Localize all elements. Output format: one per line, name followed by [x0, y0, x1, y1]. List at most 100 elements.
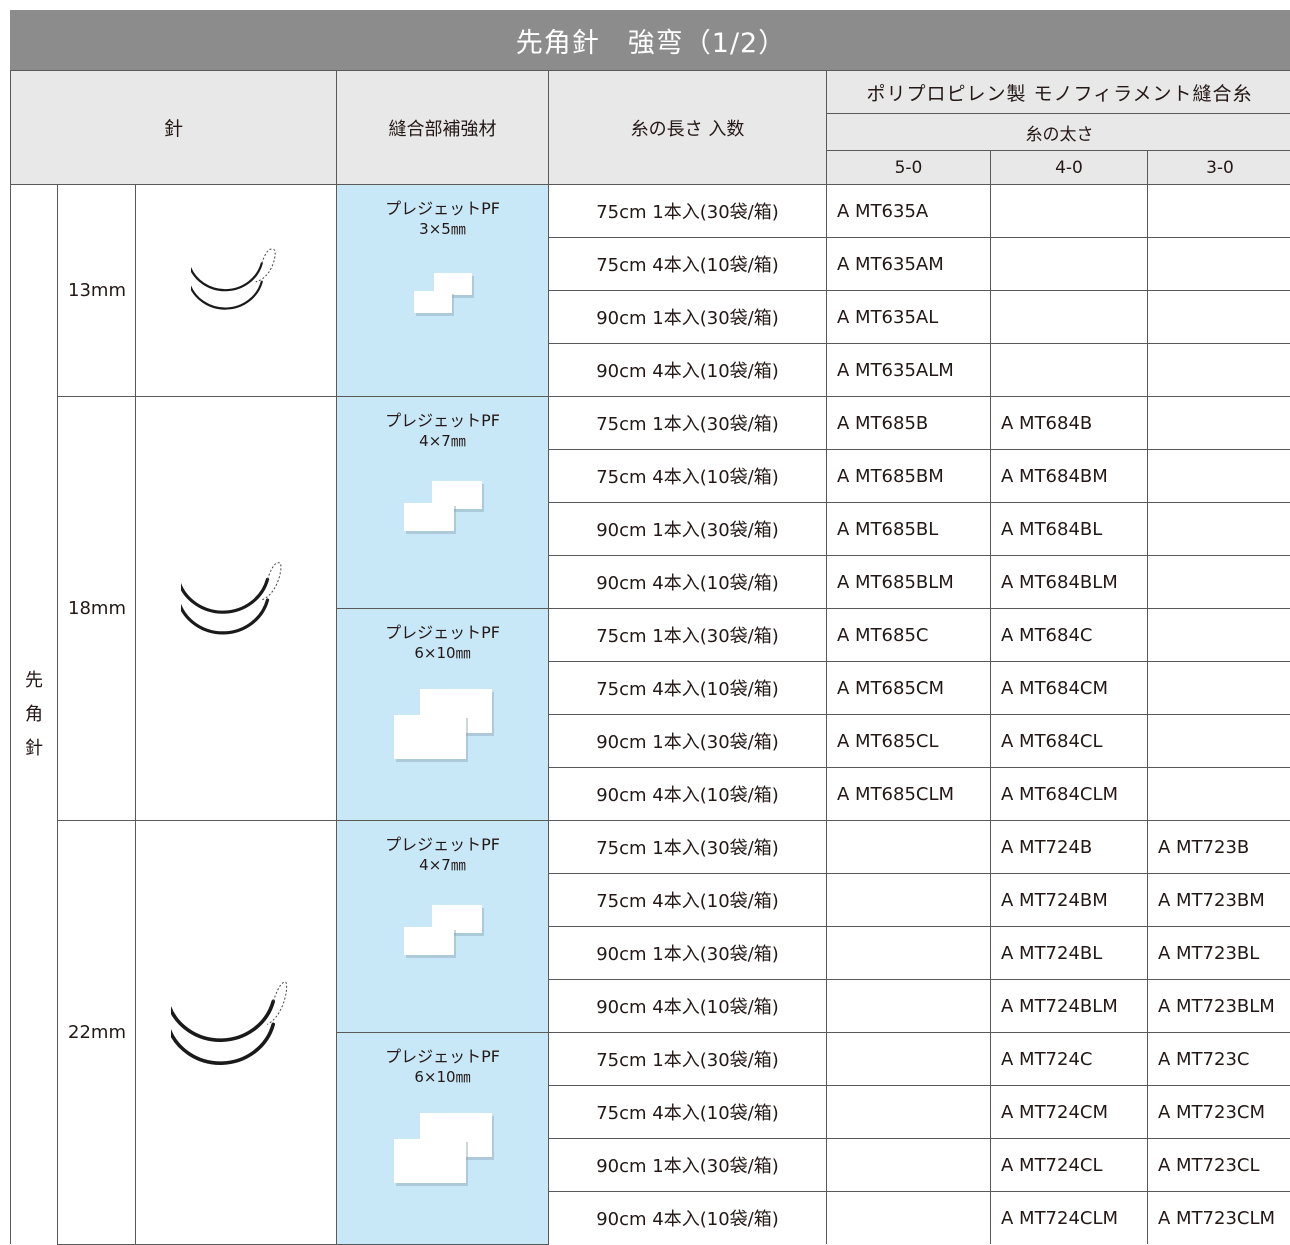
- package-length-qty: 90cm 1本入(30袋/箱): [549, 503, 827, 556]
- page-title: 先角針 強弯（1/2）: [10, 10, 1290, 70]
- product-code: [827, 980, 991, 1033]
- product-code: A MT724BLM: [991, 980, 1148, 1033]
- product-code: [827, 1139, 991, 1192]
- package-length-qty: 90cm 4本入(10袋/箱): [549, 768, 827, 821]
- product-code: A MT635AM: [827, 238, 991, 291]
- package-length-qty: 90cm 1本入(30袋/箱): [549, 291, 827, 344]
- pledget-dimension: 3×5㎜: [337, 219, 548, 239]
- product-code: A MT684BL: [991, 503, 1148, 556]
- product-code: [1148, 662, 1290, 715]
- product-code: A MT685CL: [827, 715, 991, 768]
- curved-needle-small-icon: [191, 312, 281, 333]
- product-code: A MT684BM: [991, 450, 1148, 503]
- product-code: [991, 185, 1148, 238]
- product-code: A MT635A: [827, 185, 991, 238]
- pledget-dimension: 4×7㎜: [337, 855, 548, 875]
- product-code: [1148, 238, 1290, 291]
- product-code: A MT685C: [827, 609, 991, 662]
- product-code: [991, 238, 1148, 291]
- pledget-small-icon: [337, 269, 548, 324]
- product-code: A MT723BL: [1148, 927, 1290, 980]
- curved-needle-medium-icon: [181, 635, 291, 656]
- product-code: A MT684CM: [991, 662, 1148, 715]
- pledget-medium-icon: [337, 901, 548, 966]
- product-code: A MT723BM: [1148, 874, 1290, 927]
- product-code: A MT685CLM: [827, 768, 991, 821]
- product-code: A MT724C: [991, 1033, 1148, 1086]
- side-label-char: 角: [25, 698, 43, 732]
- pledget-large-icon: [337, 685, 548, 770]
- pledget-dimension: 6×10㎜: [337, 1067, 548, 1087]
- needle-image-cell: [136, 185, 337, 397]
- length-qty-header: 糸の長さ 入数: [549, 71, 827, 185]
- package-length-qty: 90cm 1本入(30袋/箱): [549, 1139, 827, 1192]
- package-length-qty: 75cm 4本入(10袋/箱): [549, 662, 827, 715]
- product-code: A MT723CLM: [1148, 1192, 1290, 1245]
- product-code: [827, 874, 991, 927]
- pledget-label: プレジェットPF: [337, 397, 548, 431]
- product-code: A MT685BM: [827, 450, 991, 503]
- product-code: A MT724CLM: [991, 1192, 1148, 1245]
- size-header-3-0: 3-0: [1148, 151, 1290, 185]
- package-length-qty: 75cm 1本入(30袋/箱): [549, 821, 827, 874]
- product-code: A MT685CM: [827, 662, 991, 715]
- product-code: A MT723B: [1148, 821, 1290, 874]
- product-code: A MT723BLM: [1148, 980, 1290, 1033]
- product-code: [1148, 450, 1290, 503]
- product-table: 針 縫合部補強材 糸の長さ 入数 ポリプロピレン製 モノフィラメント縫合糸 糸の…: [10, 70, 1290, 1245]
- product-code: A MT685BLM: [827, 556, 991, 609]
- pledget-large-icon: [337, 1109, 548, 1194]
- product-code: [1148, 715, 1290, 768]
- package-length-qty: 75cm 4本入(10袋/箱): [549, 874, 827, 927]
- product-code: A MT724CL: [991, 1139, 1148, 1192]
- product-code: [1148, 291, 1290, 344]
- product-code: [1148, 768, 1290, 821]
- package-length-qty: 75cm 4本入(10袋/箱): [549, 238, 827, 291]
- product-code: A MT724BL: [991, 927, 1148, 980]
- pledget-label: プレジェットPF: [337, 1033, 548, 1067]
- product-code: A MT684BLM: [991, 556, 1148, 609]
- pledget-label: プレジェットPF: [337, 609, 548, 643]
- curved-needle-large-icon: [171, 1064, 301, 1085]
- side-label: 先角針: [25, 664, 43, 766]
- size-header-4-0: 4-0: [991, 151, 1148, 185]
- pledget-label: プレジェットPF: [337, 185, 548, 219]
- product-code: [1148, 556, 1290, 609]
- product-code: [1148, 185, 1290, 238]
- package-length-qty: 75cm 4本入(10袋/箱): [549, 1086, 827, 1139]
- product-code: A MT684C: [991, 609, 1148, 662]
- needle-size: 18mm: [58, 397, 136, 821]
- needle-image-cell: [136, 397, 337, 821]
- product-code: [827, 821, 991, 874]
- product-code: A MT684B: [991, 397, 1148, 450]
- product-code: [1148, 503, 1290, 556]
- product-code: [827, 1086, 991, 1139]
- package-length-qty: 90cm 4本入(10袋/箱): [549, 980, 827, 1033]
- package-length-qty: 90cm 4本入(10袋/箱): [549, 344, 827, 397]
- product-code: [991, 291, 1148, 344]
- product-code: A MT635ALM: [827, 344, 991, 397]
- product-code: [827, 1033, 991, 1086]
- side-label-cell: 先角針: [11, 185, 58, 1245]
- package-length-qty: 90cm 4本入(10袋/箱): [549, 1192, 827, 1245]
- pledget-medium-icon: [337, 477, 548, 542]
- side-label-char: 針: [25, 732, 43, 766]
- product-code: [827, 1192, 991, 1245]
- package-length-qty: 75cm 1本入(30袋/箱): [549, 1033, 827, 1086]
- package-length-qty: 90cm 1本入(30袋/箱): [549, 927, 827, 980]
- product-code: A MT723CL: [1148, 1139, 1290, 1192]
- package-length-qty: 75cm 4本入(10袋/箱): [549, 450, 827, 503]
- product-code: A MT684CLM: [991, 768, 1148, 821]
- needle-size: 22mm: [58, 821, 136, 1245]
- product-code: A MT685B: [827, 397, 991, 450]
- package-length-qty: 75cm 1本入(30袋/箱): [549, 185, 827, 238]
- product-code: A MT723CM: [1148, 1086, 1290, 1139]
- size-header-5-0: 5-0: [827, 151, 991, 185]
